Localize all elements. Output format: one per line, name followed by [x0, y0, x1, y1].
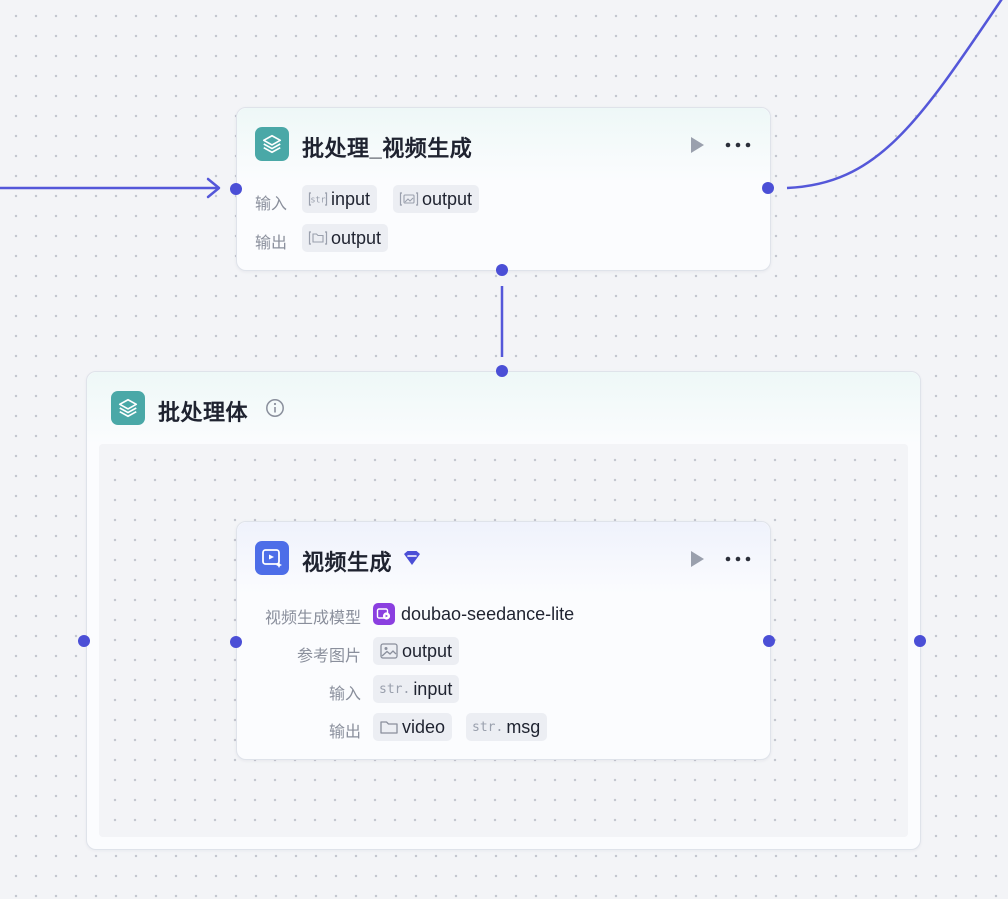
- param-name: output: [402, 640, 453, 661]
- param-name: input: [413, 678, 453, 699]
- inputs-label: 输入: [255, 196, 288, 213]
- more-options-button[interactable]: [724, 549, 752, 569]
- edge-arrowhead: [206, 177, 221, 199]
- output-param-tag[interactable]: video: [373, 713, 453, 741]
- layers-icon: [111, 391, 145, 425]
- param-name: video: [402, 716, 446, 737]
- run-button[interactable]: [687, 135, 707, 155]
- inputs-label: 输入: [328, 686, 361, 703]
- premium-badge-icon: [403, 550, 421, 571]
- outputs-label: 输出: [328, 724, 361, 741]
- batch-body-title: 批处理体: [158, 400, 249, 425]
- model-icon: [373, 603, 395, 625]
- batch-body-header: [87, 372, 920, 444]
- batch-node-body-port[interactable]: [496, 264, 508, 276]
- video-node-output-port[interactable]: [763, 635, 775, 647]
- batch-body-top-port[interactable]: [496, 365, 508, 377]
- param-name: msg: [506, 716, 541, 737]
- play-icon: [691, 551, 704, 567]
- batch-node[interactable]: 批处理_视频生成 输入 str input output 输出 output: [236, 107, 771, 271]
- video-node-input-port[interactable]: [230, 636, 242, 648]
- input-param-tag[interactable]: str. input: [373, 675, 460, 703]
- input-param-tag[interactable]: str input: [302, 185, 378, 213]
- model-name: doubao-seedance-lite: [401, 603, 575, 624]
- run-button[interactable]: [687, 549, 707, 569]
- batch-node-input-port[interactable]: [230, 183, 242, 195]
- more-icon: [725, 142, 751, 148]
- model-label: 视频生成模型: [264, 610, 361, 627]
- more-icon: [725, 556, 751, 562]
- batch-body-end-port[interactable]: [914, 635, 926, 647]
- output-param-tag[interactable]: output: [393, 185, 480, 213]
- folder-list-icon: [308, 230, 328, 246]
- video-icon: [255, 541, 289, 575]
- param-name: output: [331, 227, 382, 248]
- video-node-header: [237, 522, 770, 594]
- batch-node-header: [237, 108, 770, 180]
- param-name: output: [422, 188, 473, 209]
- param-name: input: [331, 188, 371, 209]
- svg-text:str: str: [310, 196, 325, 206]
- video-node-title: 视频生成: [302, 550, 393, 575]
- str-type-icon: str.: [379, 681, 411, 697]
- output-param-tag[interactable]: str. msg: [466, 713, 548, 741]
- folder-icon: [379, 719, 399, 735]
- edge-out-of-batch-node[interactable]: [786, 0, 1008, 190]
- batch-node-title: 批处理_视频生成: [302, 136, 473, 161]
- more-options-button[interactable]: [724, 135, 752, 155]
- layers-icon: [255, 127, 289, 161]
- str-type-icon: str: [308, 191, 328, 207]
- image-icon: [379, 642, 399, 660]
- play-icon: [691, 137, 704, 153]
- model-selector[interactable]: doubao-seedance-lite: [373, 600, 574, 628]
- info-icon[interactable]: [265, 398, 285, 423]
- video-generation-node[interactable]: 视频生成 视频生成模型 doubao-seedance-lite 参考图片 ou…: [236, 521, 771, 760]
- batch-body-start-port[interactable]: [78, 635, 90, 647]
- output-param-tag[interactable]: output: [302, 224, 389, 252]
- outputs-label: 输出: [255, 235, 288, 252]
- reference-image-tag[interactable]: output: [373, 637, 460, 665]
- reference-image-label: 参考图片: [296, 648, 361, 665]
- image-list-icon: [399, 191, 419, 207]
- str-type-icon: str.: [472, 719, 504, 735]
- batch-node-output-port[interactable]: [762, 182, 774, 194]
